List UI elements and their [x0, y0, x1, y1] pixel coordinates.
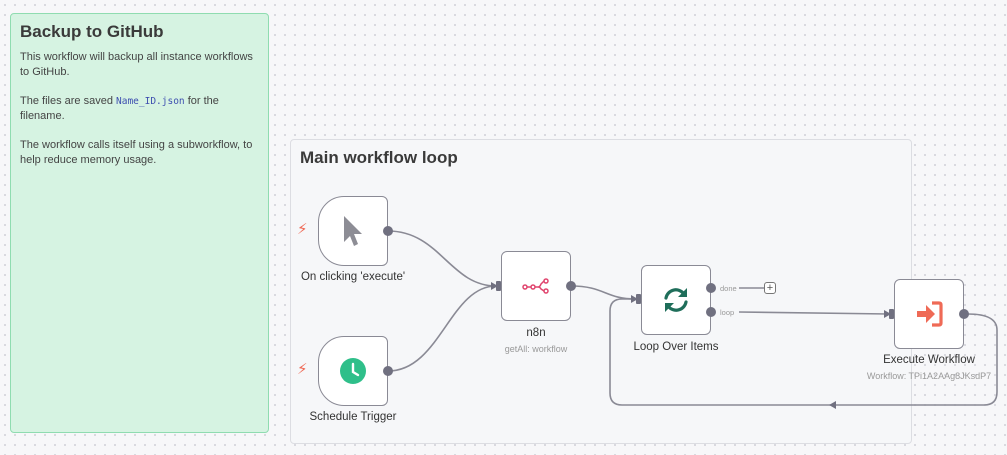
- arrowhead: [829, 401, 836, 409]
- node-sublabel: Workflow: TPi1A2AAg8JKsdP7: [866, 371, 992, 381]
- output-label-loop: loop: [720, 308, 735, 317]
- add-node-plus-button[interactable]: +: [764, 282, 776, 294]
- input-port[interactable]: [496, 281, 501, 291]
- node-n8n[interactable]: [501, 251, 571, 321]
- trigger-bolt-icon: ⚡︎: [297, 221, 308, 238]
- connection-schedule-to-n8n: [387, 285, 497, 372]
- note-line-2: The files are saved Name_ID.json for the…: [20, 95, 219, 122]
- connection-loop-to-execute: [738, 311, 890, 315]
- node-label: n8n: [526, 327, 546, 339]
- note-title: Backup to GitHub: [20, 22, 164, 41]
- sync-icon: [664, 288, 688, 312]
- arrowhead: [491, 282, 498, 290]
- node-loop-over-items[interactable]: [641, 265, 711, 335]
- node-label: Loop Over Items: [633, 341, 719, 353]
- output-port-loop[interactable]: [706, 307, 716, 317]
- note-title: Main workflow loop: [300, 148, 458, 167]
- note-line-1: This workflow will backup all instance w…: [20, 51, 253, 78]
- trigger-bolt-icon: ⚡︎: [297, 361, 308, 378]
- output-port[interactable]: [959, 309, 969, 319]
- n8n-logo-icon: [522, 278, 549, 294]
- sticky-note-backup[interactable]: Backup to GitHub This workflow will back…: [10, 13, 269, 433]
- node-label: Execute Workflow: [883, 354, 975, 366]
- connection-execute-back-to-loop: [609, 298, 998, 406]
- node-execute-workflow[interactable]: [894, 279, 964, 349]
- arrowhead: [884, 310, 891, 318]
- cursor-icon: [344, 216, 362, 246]
- output-label-done: done: [720, 284, 737, 293]
- connection-n8n-to-loop: [570, 285, 637, 300]
- node-manual-trigger[interactable]: [318, 196, 388, 266]
- node-label: Schedule Trigger: [309, 411, 397, 423]
- node-schedule-trigger[interactable]: [318, 336, 388, 406]
- sign-in-icon: [917, 301, 943, 327]
- clock-icon: [340, 358, 366, 384]
- connection-manual-to-n8n: [387, 230, 497, 287]
- input-port[interactable]: [636, 294, 641, 304]
- input-port[interactable]: [889, 309, 894, 319]
- output-port-done[interactable]: [706, 283, 716, 293]
- arrowhead: [631, 295, 638, 303]
- output-port[interactable]: [566, 281, 576, 291]
- output-port[interactable]: [383, 366, 393, 376]
- node-sublabel: getAll: workflow: [504, 344, 568, 354]
- filename-code: Name_ID.json: [116, 96, 185, 107]
- node-label: On clicking 'execute': [300, 271, 406, 283]
- note-line-3: The workflow calls itself using a subwor…: [20, 139, 253, 166]
- output-port[interactable]: [383, 226, 393, 236]
